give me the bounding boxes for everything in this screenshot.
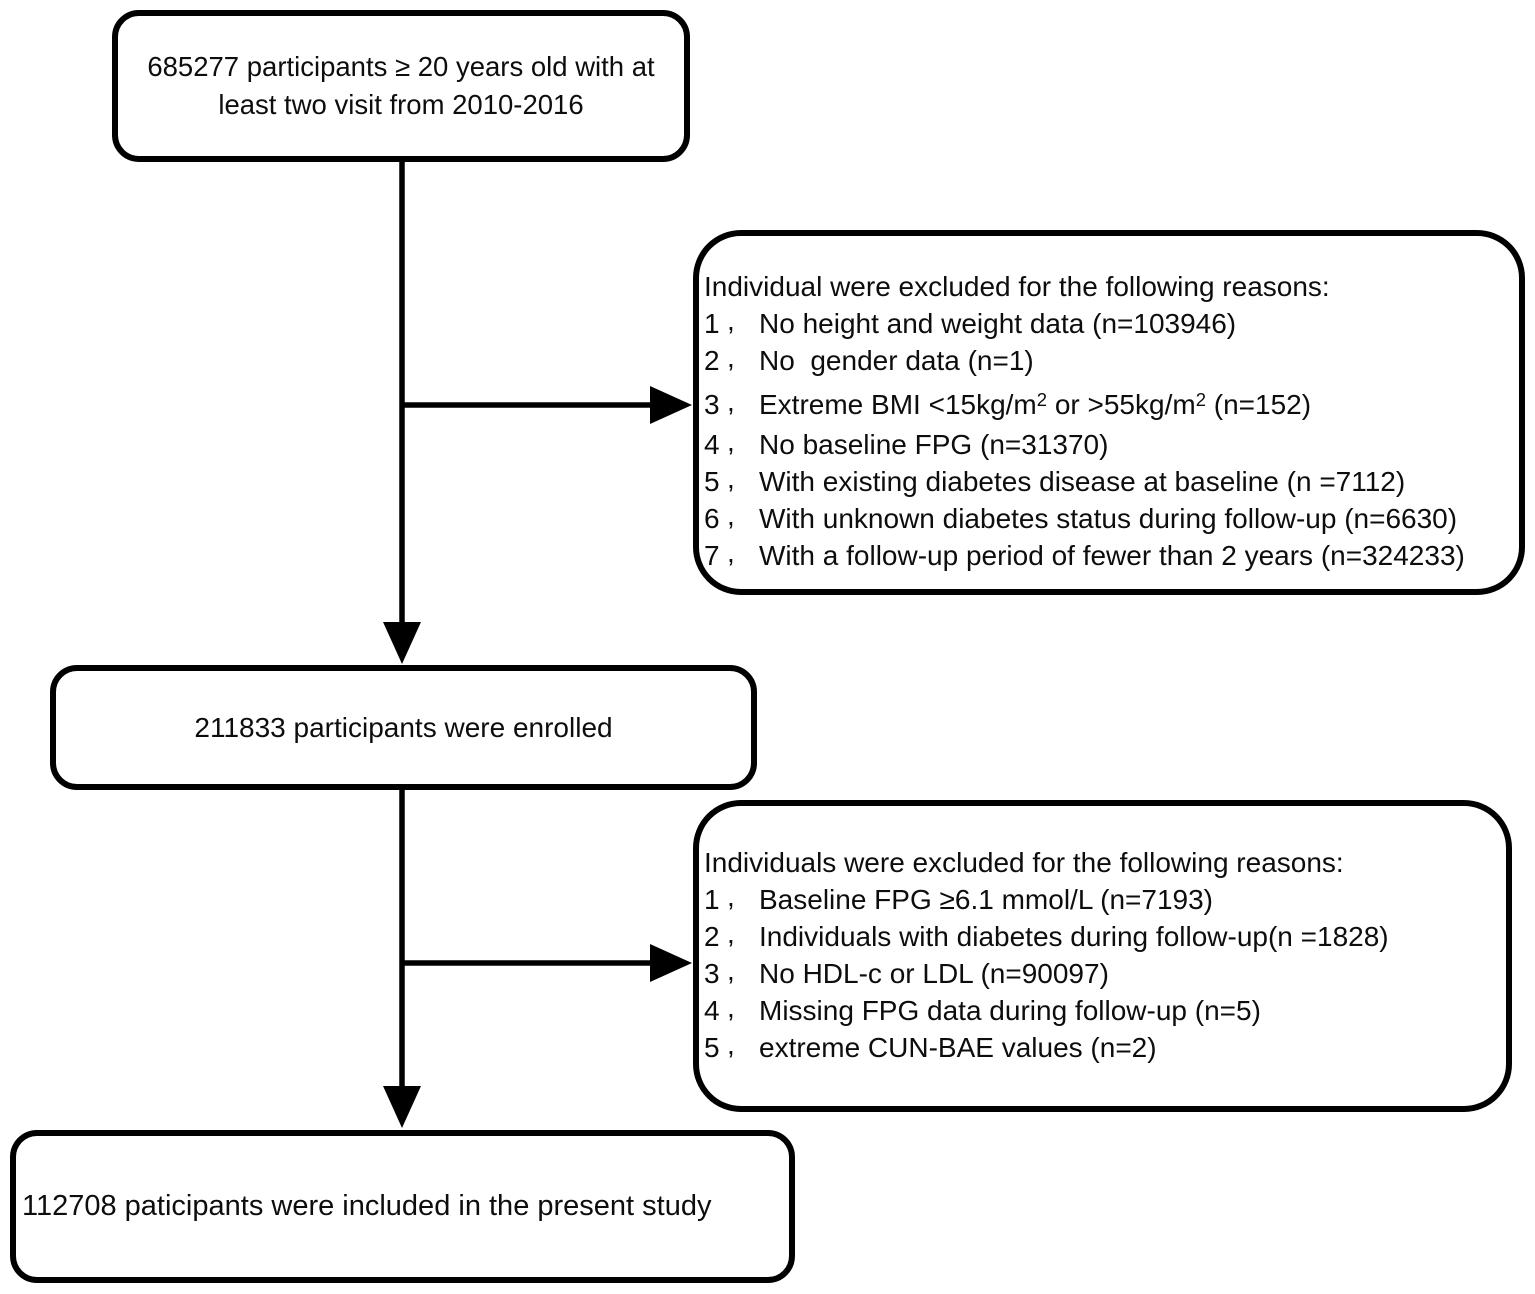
exclusion-2-item: 5 extreme CUN-BAE values (n=2) xyxy=(704,1029,1498,1066)
item-number: 1 xyxy=(704,308,720,339)
arrowhead-enrolled-to-included xyxy=(383,1086,421,1128)
item-number: 6 xyxy=(704,503,720,534)
exclusion-1-item: 2 No gender data (n=1) xyxy=(704,342,1511,379)
item-text: No gender data (n=1) xyxy=(759,345,1034,376)
ideographic-comma-mark xyxy=(725,881,759,918)
item-text: With unknown diabetes status during foll… xyxy=(759,503,1458,534)
ideographic-comma-mark xyxy=(725,537,759,574)
exclusion-box-1: Individual were excluded for the followi… xyxy=(693,230,1525,595)
item-number: 5 xyxy=(704,466,720,497)
item-number: 5 xyxy=(704,1032,720,1063)
exclusion-1-item: 1 No height and weight data (n=103946) xyxy=(704,305,1511,342)
superscript-2: 2 xyxy=(1195,388,1206,410)
arrowhead-branch-exclusion-1 xyxy=(650,386,692,424)
exclusion-1-item: 3 Extreme BMI <15kg/m2 or >55kg/m2 (n=152… xyxy=(704,386,1511,423)
item-number: 3 xyxy=(704,958,720,989)
exclusion-2-item: 4 Missing FPG data during follow-up (n=5) xyxy=(704,992,1498,1029)
superscript-2: 2 xyxy=(1036,388,1048,410)
start-population-box: 685277 participants ≥ 20 years old with … xyxy=(112,10,690,162)
item-text: Missing FPG data during follow-up (n=5) xyxy=(759,995,1261,1026)
ideographic-comma-mark xyxy=(725,500,759,537)
ideographic-comma-mark xyxy=(725,918,759,955)
ideographic-comma-mark xyxy=(725,955,759,992)
ideographic-comma-mark xyxy=(725,342,759,379)
ideographic-comma-mark xyxy=(725,992,759,1029)
item-text: extreme CUN-BAE values (n=2) xyxy=(759,1032,1157,1063)
enrolled-box: 211833 participants were enrolled xyxy=(50,665,757,790)
item-text: No HDL-c or LDL (n=90097) xyxy=(759,958,1109,989)
item-number: 7 xyxy=(704,540,720,571)
item-text: No height and weight data (n=103946) xyxy=(759,308,1237,339)
item-text: With existing diabetes disease at baseli… xyxy=(759,466,1406,497)
exclusion-box-2: Individuals were excluded for the follow… xyxy=(693,800,1512,1112)
item-text: Extreme BMI <15kg/m2 or >55kg/m2 (n=152) xyxy=(759,388,1312,420)
item-number: 2 xyxy=(704,921,720,952)
item-text: Individuals with diabetes during follow-… xyxy=(759,921,1389,952)
exclusion-1-item: 6 With unknown diabetes status during fol… xyxy=(704,500,1511,537)
exclusion-2-header: Individuals were excluded for the follow… xyxy=(704,847,1344,878)
item-number: 2 xyxy=(704,345,720,376)
item-text: Baseline FPG ≥6.1 mmol/L (n=7193) xyxy=(759,884,1213,915)
arrowhead-branch-exclusion-2 xyxy=(650,944,692,982)
item-number: 1 xyxy=(704,884,720,915)
item-number: 3 xyxy=(704,389,720,420)
item-number: 4 xyxy=(704,429,720,460)
ideographic-comma-mark xyxy=(725,1029,759,1066)
item-text: With a follow-up period of fewer than 2 … xyxy=(759,540,1465,571)
arrowhead-top-to-enrolled xyxy=(383,622,421,664)
exclusion-2-item: 1 Baseline FPG ≥6.1 mmol/L (n=7193) xyxy=(704,881,1498,918)
exclusion-1-item: 7 With a follow-up period of fewer than 2… xyxy=(704,537,1511,574)
item-number: 4 xyxy=(704,995,720,1026)
included-box: 112708 paticipants were included in the … xyxy=(10,1130,795,1283)
exclusion-1-item: 4 No baseline FPG (n=31370) xyxy=(704,426,1511,463)
enrolled-text: 211833 participants were enrolled xyxy=(194,711,613,743)
exclusion-1-header: Individual were excluded for the followi… xyxy=(704,271,1330,302)
ideographic-comma-mark xyxy=(725,463,759,500)
ideographic-comma-mark xyxy=(725,305,759,342)
start-population-text: 685277 participants ≥ 20 years old with … xyxy=(147,51,655,120)
exclusion-1-item: 5 With existing diabetes disease at basel… xyxy=(704,463,1511,500)
ideographic-comma-mark xyxy=(725,426,759,463)
included-text: 112708 paticipants were included in the … xyxy=(22,1190,712,1222)
exclusion-2-item: 3 No HDL-c or LDL (n=90097) xyxy=(704,955,1498,992)
ideographic-comma-mark xyxy=(725,386,759,423)
exclusion-2-item: 2 Individuals with diabetes during follow… xyxy=(704,918,1498,955)
item-text: No baseline FPG (n=31370) xyxy=(759,429,1109,460)
